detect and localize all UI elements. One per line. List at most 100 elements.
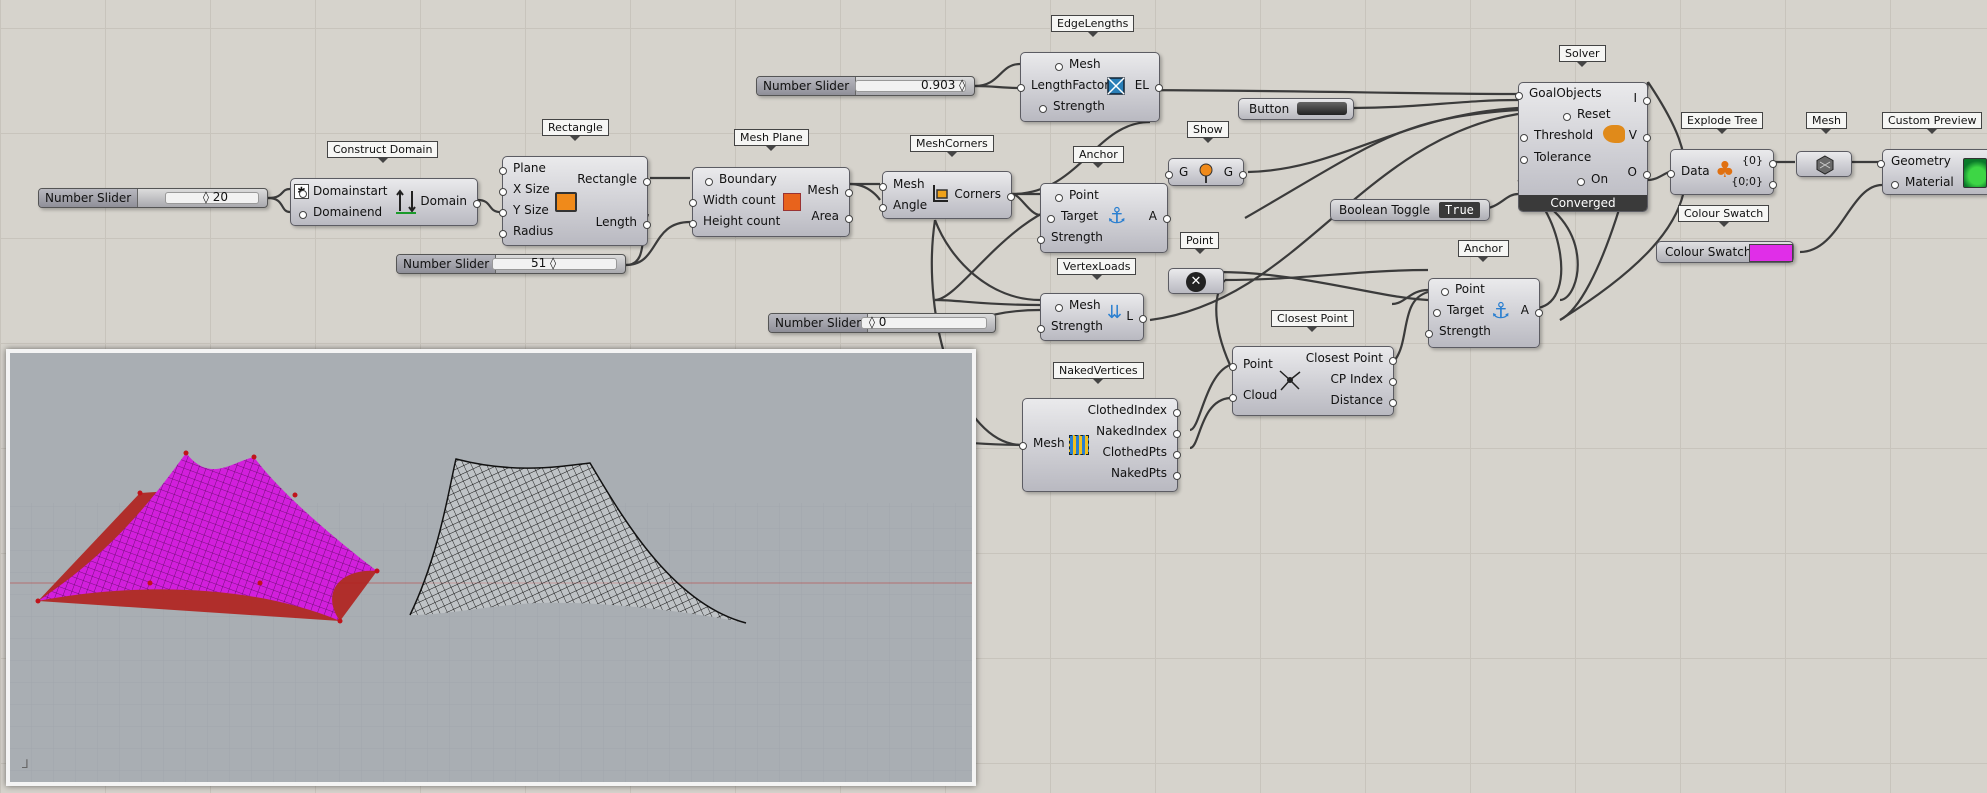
output-i[interactable]: I [1633,91,1650,105]
point-param-component[interactable]: ✕ [1168,268,1224,294]
input-radius[interactable]: Radius [498,224,554,238]
output-naked-index[interactable]: NakedIndex [1096,424,1181,438]
closest-point-component[interactable]: Point Cloud Closest Point CP Index Dista… [1228,346,1398,416]
output-o[interactable]: O [1627,165,1653,179]
output-clothed-pts[interactable]: ClothedPts [1102,445,1181,459]
number-slider-loads[interactable]: Number Slider ◊ 0 [768,313,996,333]
input-plane[interactable]: Plane [499,161,546,175]
input-x-size[interactable]: X Size [499,182,550,196]
input-geometry[interactable]: Geometry [1877,154,1951,168]
mesh-corners-tag: MeshCorners [910,135,994,157]
output-cp-index[interactable]: CP Index [1330,372,1398,386]
mesh-param-component[interactable] [1796,151,1852,177]
input-threshold[interactable]: Threshold [1519,128,1594,142]
slider-value: 51 ◊ [531,256,557,270]
slider-value: ◊ 0 [869,315,887,329]
input-material[interactable]: Material [1891,175,1954,189]
input-point[interactable]: Point [1441,282,1485,296]
input-target[interactable]: Target [1432,303,1485,317]
input-strength[interactable]: Strength [1037,230,1103,244]
output-distance[interactable]: Distance [1330,393,1398,407]
output-g[interactable]: G [1223,165,1248,179]
point-tag: Point [1180,232,1220,254]
slider-label: Number Slider [39,189,139,207]
output-length[interactable]: Length [595,215,652,229]
naked-vertices-icon [1069,435,1089,455]
input-domainstart[interactable]: Domainstart [299,184,388,198]
output-branch-0-0[interactable]: {0;0} [1731,175,1777,189]
output-l[interactable]: L [1126,309,1147,323]
output-domain[interactable]: Domain [420,194,481,208]
output-clothed-index[interactable]: ClothedIndex [1087,403,1182,417]
mesh-corners-component[interactable]: Mesh Angle Corners [878,171,1015,219]
anchor-component[interactable]: Point Target Strength ⚓ A [1037,183,1172,253]
input-data[interactable]: Data [1667,164,1710,178]
output-mesh[interactable]: Mesh [807,183,853,197]
mesh-plane-component[interactable]: Boundary Width count Height count Mesh A… [688,167,853,237]
number-slider-count[interactable]: Number Slider 51 ◊ [396,254,626,274]
slider-track[interactable] [492,258,617,270]
button-face[interactable] [1297,102,1347,115]
input-reset[interactable]: Reset [1563,107,1611,121]
show-component[interactable]: G G [1164,158,1248,186]
input-strength[interactable]: Strength [1425,324,1491,338]
input-domainend[interactable]: Domainend [298,205,383,219]
anchor-2-component[interactable]: Point Target Strength ⚓ A [1425,278,1544,348]
rhino-viewport[interactable]: ⅃ [6,349,976,786]
toggle-label: Boolean Toggle [1339,203,1430,217]
input-mesh[interactable]: Mesh [1055,298,1101,312]
output-a[interactable]: A [1520,303,1544,317]
input-target[interactable]: Target [1046,209,1099,223]
output-closest-point[interactable]: Closest Point [1305,351,1398,365]
edge-lengths-component[interactable]: Mesh LengthFactor Strength EL [1016,52,1164,122]
output-corners[interactable]: Corners [954,187,1015,201]
construct-domain-component[interactable]: ✱ Domainstart Domainend Domain [290,178,481,226]
input-point[interactable]: Point [1229,357,1273,371]
custom-preview-component[interactable]: Geometry Material [1877,149,1987,195]
input-height-count[interactable]: Height count [688,214,781,228]
explode-tree-component[interactable]: Data ♣ {0} {0;0} [1667,149,1777,195]
naked-vertices-component[interactable]: Mesh ClothedIndex NakedIndex ClothedPts … [1019,398,1182,492]
output-naked-pts[interactable]: NakedPts [1110,466,1182,480]
slider-track[interactable] [855,80,966,92]
toggle-value[interactable]: True [1439,202,1480,218]
slider-track[interactable] [165,192,259,204]
mesh-corners-icon [933,185,948,202]
colour-swatch-component[interactable]: Colour Swatch [1656,241,1794,263]
input-mesh[interactable]: Mesh [1055,57,1101,71]
solver-component[interactable]: GoalObjects Reset Threshold Tolerance On… [1515,82,1653,212]
input-cloud[interactable]: Cloud [1228,388,1278,402]
output-branch-0[interactable]: {0} [1742,154,1777,168]
output-a[interactable]: A [1148,209,1172,223]
number-slider-domain[interactable]: Number Slider ◊ 20 [38,188,268,208]
slider-track[interactable] [861,317,987,329]
input-strength[interactable]: Strength [1037,319,1103,333]
input-width-count[interactable]: Width count [689,193,776,207]
output-el[interactable]: EL [1134,78,1164,92]
input-boundary[interactable]: Boundary [705,172,777,186]
input-y-size[interactable]: Y Size [499,203,549,217]
input-tolerance[interactable]: Tolerance [1519,150,1592,164]
input-angle[interactable]: Angle [878,198,928,212]
input-length-factor[interactable]: LengthFactor [1016,78,1110,92]
input-point[interactable]: Point [1055,188,1099,202]
input-mesh[interactable]: Mesh [1019,436,1065,450]
colour-swatch-label: Colour Swatch [1665,245,1752,259]
button-component[interactable]: Button [1238,98,1354,120]
input-on[interactable]: On [1576,172,1609,186]
vertex-loads-component[interactable]: Mesh Strength ⇊ L [1037,293,1147,341]
slider-label: Number Slider [769,314,869,332]
output-v[interactable]: V [1628,128,1652,142]
input-g[interactable]: G [1164,165,1189,179]
rectangle-component[interactable]: Plane X Size Y Size Radius Rectangle Len… [498,156,652,246]
input-mesh[interactable]: Mesh [879,177,925,191]
colour-swatch-value[interactable] [1749,244,1793,262]
output-area[interactable]: Area [811,209,853,223]
input-goal-objects[interactable]: GoalObjects [1515,86,1602,100]
boolean-toggle-component[interactable]: Boolean Toggle True [1330,199,1490,221]
solver-tag: Solver [1559,45,1606,67]
input-strength[interactable]: Strength [1039,99,1105,113]
number-slider-length-factor[interactable]: Number Slider 0.903 ◊ [756,76,975,96]
output-rectangle[interactable]: Rectangle [577,172,651,186]
point-x-icon: ✕ [1186,272,1206,292]
